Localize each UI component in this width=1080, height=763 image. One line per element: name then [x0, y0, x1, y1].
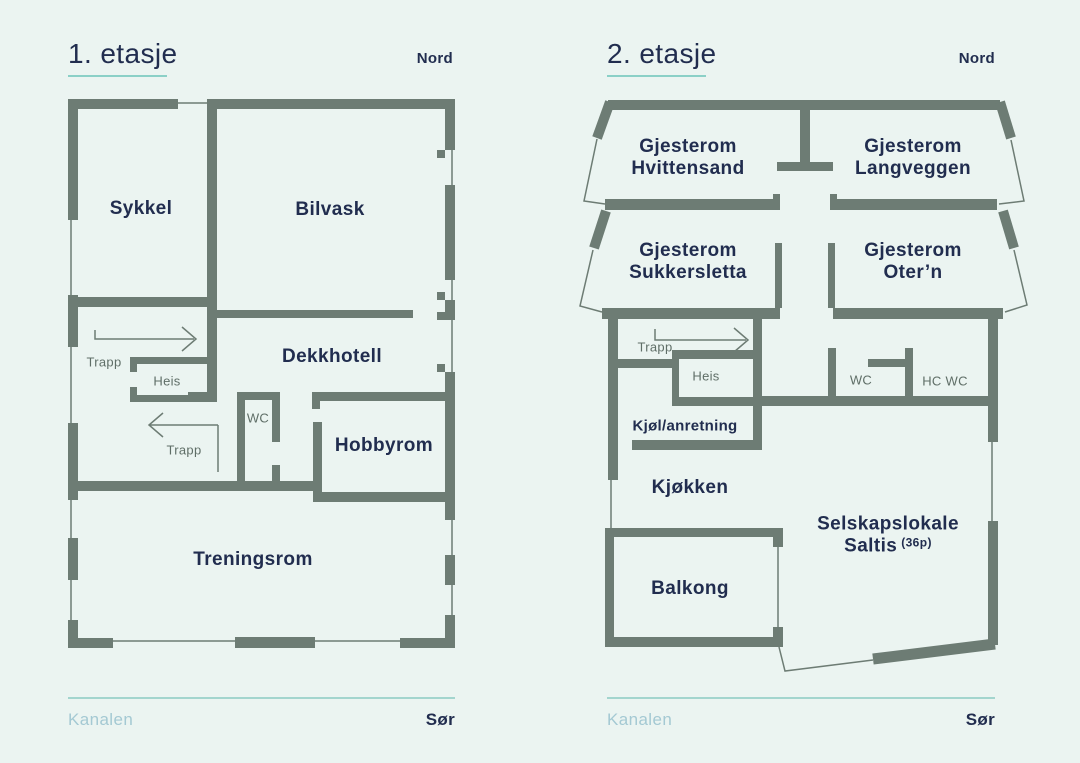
room-label-treningsrom: Treningsrom [193, 549, 313, 570]
room-label-gjesterom-sukkersletta: Gjesterom Sukkersletta [629, 240, 747, 284]
floor1-kanalen-label: Kanalen [68, 710, 134, 729]
feature-label-heis: Heis [692, 368, 720, 384]
room-label-selskapslokale: Selskapslokale Saltis(36p) [817, 514, 959, 559]
stairs-up-arrow-icon [94, 326, 198, 352]
room-label-sykkel: Sykkel [109, 198, 173, 219]
floor1-shoreline [68, 697, 455, 699]
room-label-kjokken: Kjøkken [651, 477, 729, 498]
floor2-walls [602, 100, 1003, 647]
room-label-line: Gjesterom [864, 136, 962, 157]
floor2-shoreline [607, 697, 995, 699]
room-name: Saltis [844, 535, 898, 557]
stairs-up-arrow-icon [654, 327, 750, 353]
room-label-gjesterom-hvittensand: Gjesterom Hvittensand [631, 136, 744, 180]
feature-label-trapp-down: Trapp [166, 442, 202, 458]
room-label-line: Gjesterom [639, 136, 737, 157]
floor2-north-label: Nord [958, 50, 995, 67]
feature-label-wc: WC [849, 372, 873, 388]
room-label-line: Gjesterom [639, 240, 737, 261]
stairs-down-arrow-icon [147, 412, 219, 472]
floor2-south-label: Sør [965, 710, 995, 729]
feature-label-hc-wc: HC WC [922, 373, 968, 389]
room-label-line: Hvittensand [631, 158, 745, 179]
floor2-slant-walls [589, 100, 1019, 665]
feature-label-trapp: Trapp [637, 339, 673, 355]
room-label-line: Gjesterom [864, 240, 962, 261]
room-label-balkong: Balkong [651, 578, 729, 599]
room-label-line: Langveggen [855, 158, 971, 179]
room-label-dekkhotell: Dekkhotell [281, 346, 383, 367]
room-label-bilvask: Bilvask [295, 199, 365, 220]
room-label-gjesterom-langveggen: Gjesterom Langveggen [855, 136, 971, 180]
room-label-kjol-anretning: Kjøl/anretning [632, 417, 738, 435]
feature-label-trapp-up: Trapp [86, 354, 122, 370]
room-label-gjesterom-otern: Gjesterom Oter’n [864, 240, 962, 284]
floor1-stairs-arrows [94, 326, 219, 472]
room-label-line: Sukkersletta [629, 262, 747, 283]
floor2-title: 2. etasje [607, 38, 717, 69]
floor1-title: 1. etasje [68, 38, 178, 69]
floor1-north-label: Nord [416, 50, 453, 67]
floor1-windows [70, 102, 453, 642]
feature-label-wc: WC [246, 410, 270, 426]
capacity-badge: (36p) [901, 535, 932, 550]
room-label-line: Oter’n [883, 262, 943, 283]
room-label-line: Saltis(36p) [817, 536, 959, 559]
floor1-walls [68, 99, 455, 648]
feature-label-heis: Heis [153, 373, 181, 389]
floor2-kanalen-label: Kanalen [607, 710, 673, 729]
floor2-title-underline [607, 75, 706, 77]
room-label-line: Selskapslokale [817, 513, 959, 535]
room-label-hobbyrom: Hobbyrom [334, 435, 434, 456]
floor2-windows [579, 138, 1028, 672]
floor1-south-label: Sør [425, 710, 455, 729]
floor1-title-underline [68, 75, 167, 77]
floor2-stairs-arrows [654, 327, 750, 353]
